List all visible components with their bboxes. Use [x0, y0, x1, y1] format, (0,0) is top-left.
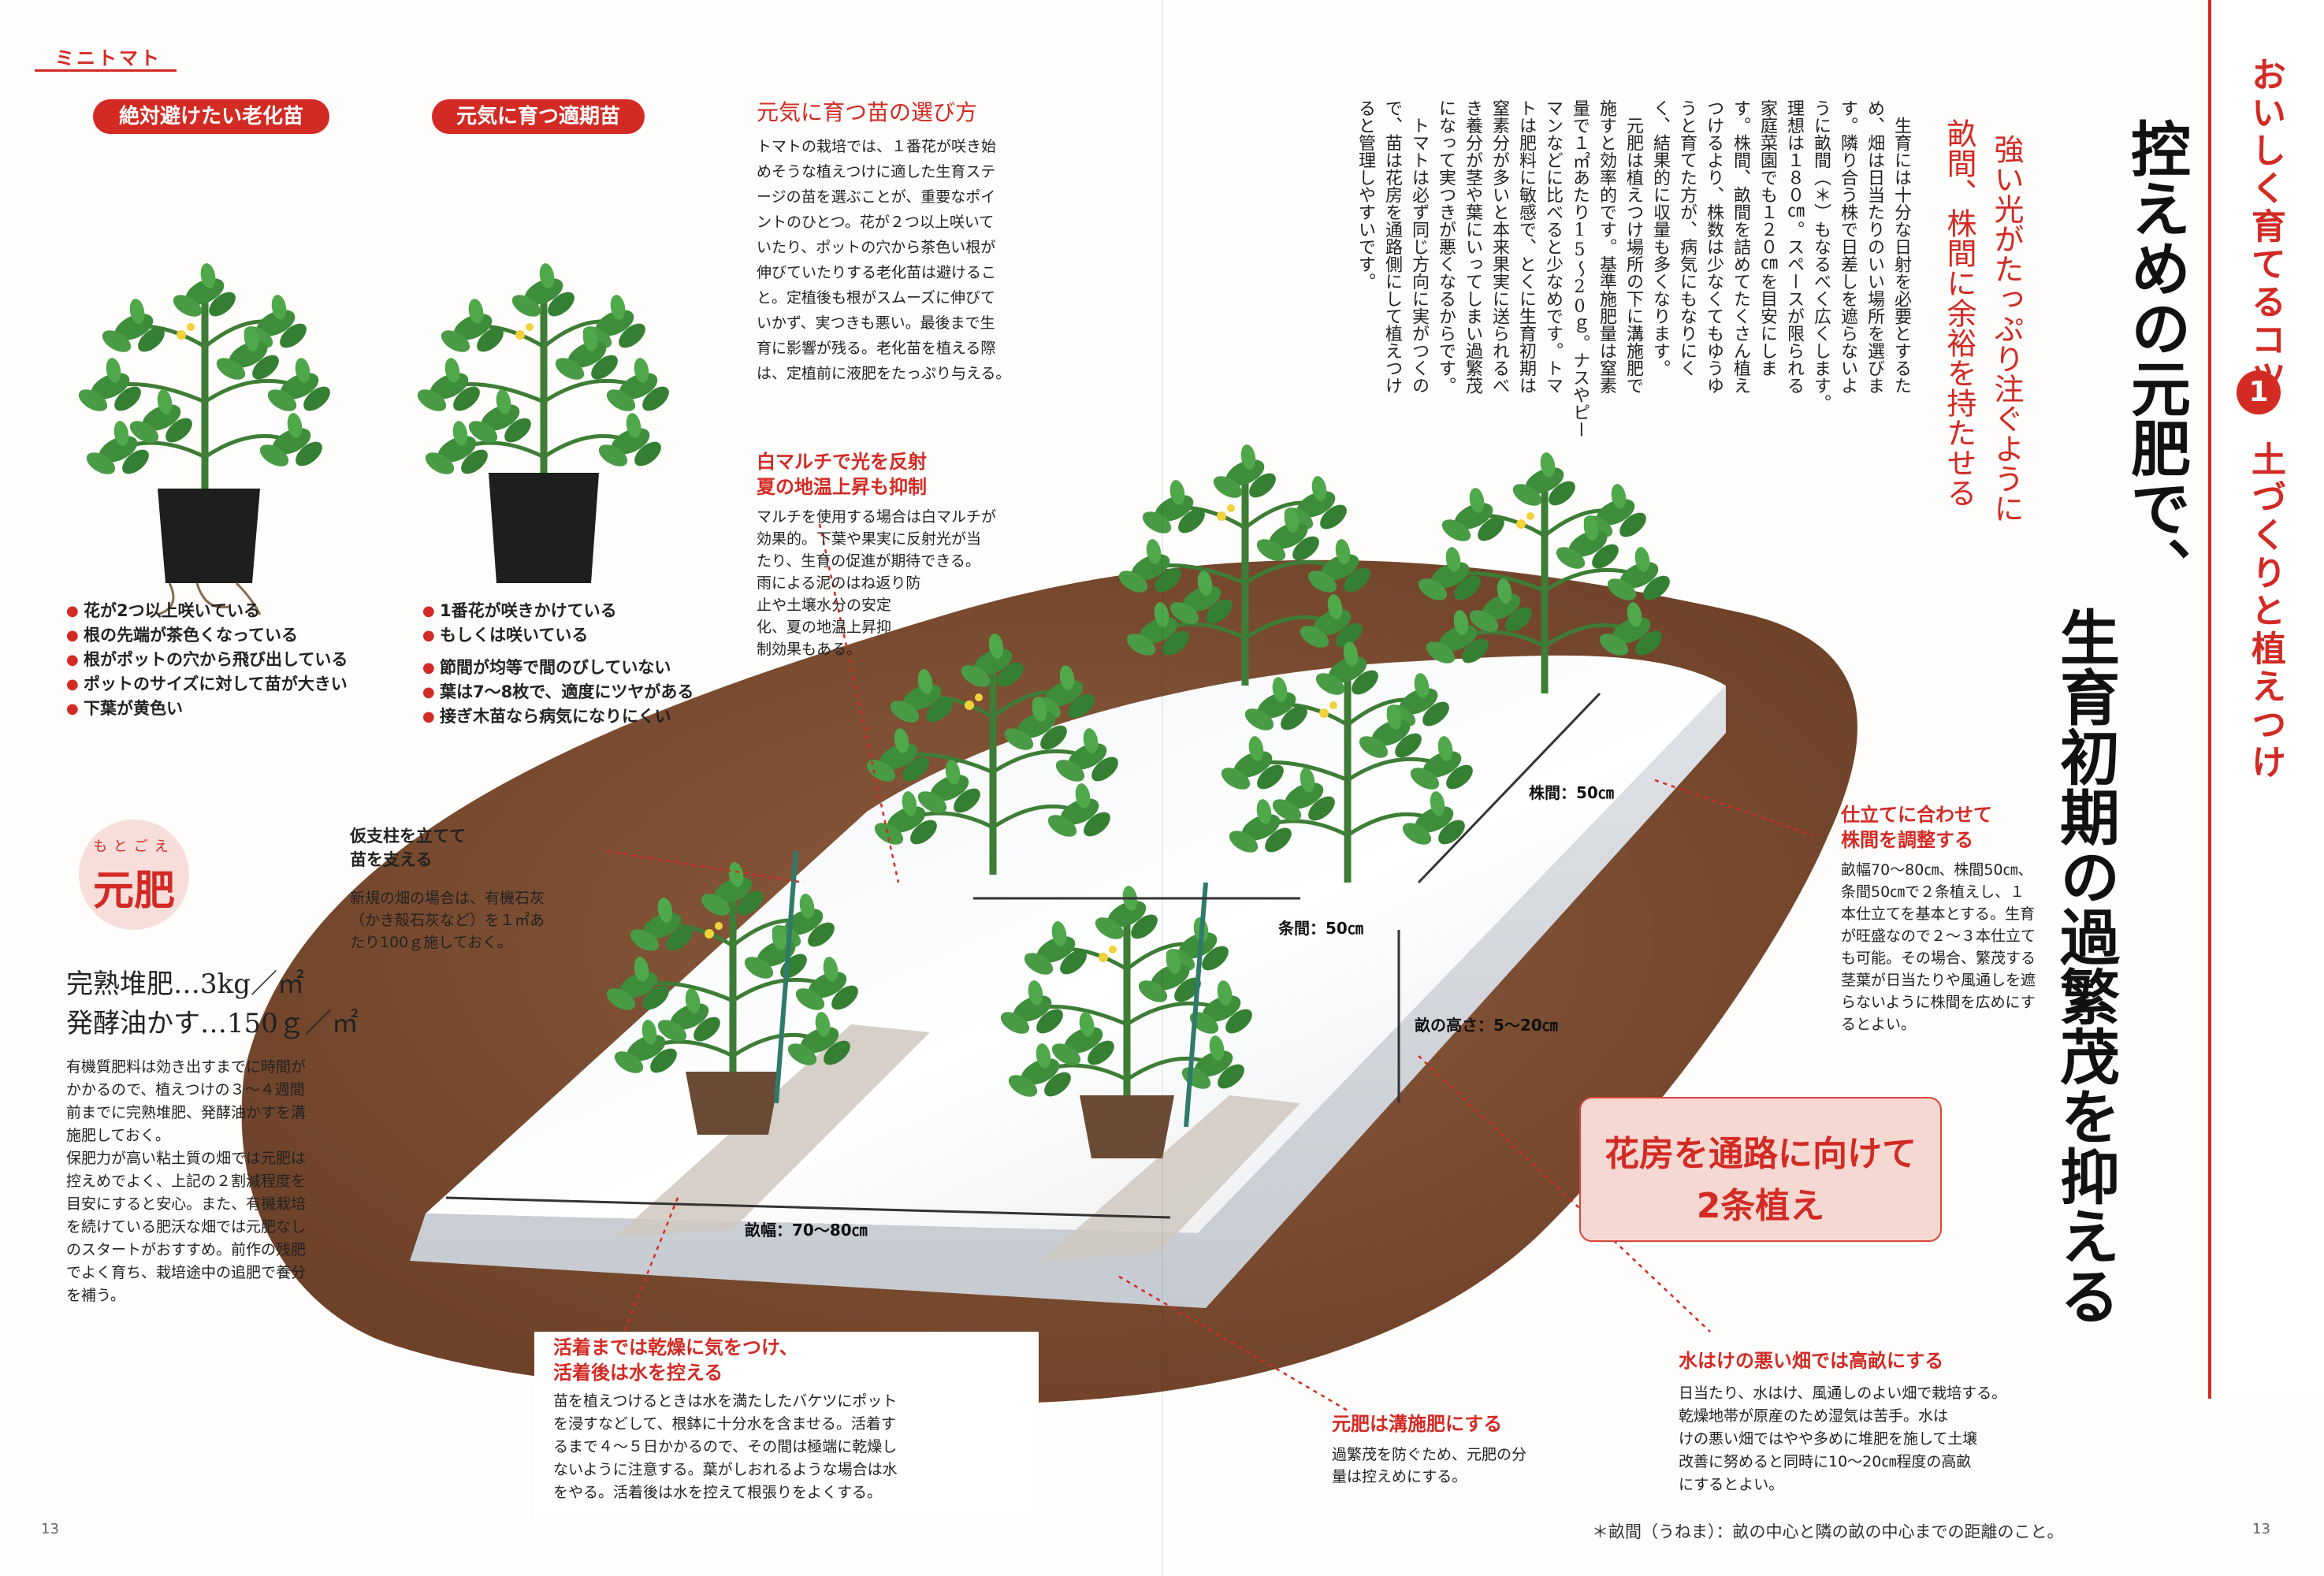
- mulch-side: [410, 686, 1726, 1308]
- drainage-note: 水はけの悪い畑では高畝にする 日当たり、水はけ、風通しのよい畑で栽培する。乾燥地…: [1679, 1347, 2010, 1496]
- motogoe-amounts: 完熟堆肥…3kg／㎡ 発酵油かす…150ｇ／㎡: [66, 965, 359, 1043]
- list-item: 葉は7〜8枚で、適度にツヤがある: [422, 680, 738, 704]
- list-item: 根がポットの穴から飛び出している: [66, 648, 366, 672]
- choose-seedling-body: トマトの栽培では、１番花が咲き始めそうな植えつけに適した生育ステージの苗を選ぶこ…: [757, 138, 1011, 382]
- tip-band-rule: [2208, 0, 2211, 1399]
- list-item: ポットのサイズに対して苗が大きい: [66, 672, 366, 697]
- motogoe-amount-oilcake: 発酵油かす…150ｇ／㎡: [66, 1008, 359, 1039]
- choose-seedling-block: 元気に育つ苗の選び方 トマトの栽培では、１番花が咲き始めそうな植えつけに適した生…: [757, 99, 1072, 386]
- ideal-seedling-title: 元気に育つ適期苗: [432, 99, 645, 134]
- row-spacing-label: 条間：50㎝: [1278, 919, 1363, 938]
- main-title-line-1: 控えめの元肥で、: [2121, 118, 2191, 597]
- planted-pot-2: [1080, 1095, 1174, 1158]
- training-title: 仕立てに合わせて株間を調整する: [1841, 804, 1992, 851]
- plant-spacing-label: 株間：50㎝: [1529, 783, 1614, 802]
- motogoe-body: 有機質肥料は効き出すまでに時間がかかるので、植えつけの３〜４週間前までに完熟堆肥…: [66, 1058, 307, 1304]
- motogoe-ruby: もとごえ: [93, 838, 175, 855]
- list-item: 1番花が咲きかけている: [422, 599, 738, 623]
- support-note: 仮支柱を立てて苗を支える 新規の畑の場合は、有機石灰（かき殻石灰など）を１㎡あた…: [350, 824, 610, 953]
- choose-seedling-title: 元気に育つ苗の選び方: [757, 99, 978, 125]
- main-title-line-2: 生育初期の過繁茂を抑える: [2050, 607, 2120, 1325]
- mulch-title: 白マルチで光を反射夏の地温上昇も抑制: [757, 451, 927, 498]
- aged-seedling-title: 絶対避けたい老化苗: [93, 99, 329, 134]
- ideal-seedling-list: 1番花が咲きかけている もしくは咲いている 節間が均等で間のびしていない 葉は7…: [422, 599, 738, 729]
- page-number-left: 13: [41, 1521, 59, 1537]
- trench-fertilizer-1: [615, 1024, 930, 1237]
- aged-seedling-list: 花が2つ以上咲いている 根の先端が茶色くなっている 根がポットの穴から飛び出して…: [66, 599, 366, 721]
- mulch-body: マルチを使用する場合は白マルチが効果的。下葉や果実に反射光が当たり、生育の促進が…: [757, 508, 997, 658]
- support-title: 仮支柱を立てて苗を支える: [350, 827, 466, 869]
- list-item: 花が2つ以上咲いている: [66, 599, 366, 623]
- motogoe-title: 元肥: [92, 868, 175, 915]
- section-header: ミニトマト: [35, 32, 192, 79]
- page-spine: [1162, 0, 1163, 1576]
- ridge-height-label: 畝の高さ：5〜20㎝: [1415, 1016, 1558, 1035]
- trench-note: 元肥は溝施肥にする 過繁茂を防ぐため、元肥の分量は控えめにする。: [1332, 1411, 1584, 1488]
- callout-line-1: 花房を通路に向けて: [1604, 1134, 1917, 1174]
- ridge-width-label: 畝幅：70〜80㎝: [745, 1221, 868, 1240]
- motogoe-badge: もとごえ 元肥: [79, 820, 189, 930]
- tip-title: 土づくりと植えつけ: [2245, 441, 2285, 782]
- subtitle-line-1: 強い光がたっぷり注ぐように: [1989, 134, 2024, 523]
- planted-pot-1: [686, 1072, 780, 1135]
- support-body: 新規の畑の場合は、有機石灰（かき殻石灰など）を１㎡あたり100ｇ施しておく。: [350, 890, 545, 951]
- trench-body: 過繁茂を防ぐため、元肥の分量は控えめにする。: [1332, 1446, 1527, 1485]
- list-item: 節間が均等で間のびしていない: [422, 656, 738, 680]
- section-label: ミニトマト: [55, 47, 162, 69]
- tip-label: おいしく育てるコツ: [2245, 57, 2285, 397]
- page-number-right: 13: [2252, 1521, 2270, 1537]
- motogoe-amount-compost: 完熟堆肥…3kg／㎡: [66, 968, 304, 1000]
- training-note: 仕立てに合わせて株間を調整する 畝幅70〜80㎝、株間50㎝、条間50㎝で２条植…: [1841, 802, 2085, 1035]
- list-item: もしくは咲いている: [422, 623, 738, 648]
- list-item: 接ぎ木苗なら病気になりにくい: [422, 704, 738, 729]
- callout-line-2: 2条植え: [1696, 1186, 1825, 1226]
- planting-callout: 花房を通路に向けて 2条植え: [1579, 1097, 1942, 1242]
- subtitle-line-2: 畝間、株間に余裕を持たせる: [1942, 118, 1976, 507]
- drainage-title: 水はけの悪い畑では高畝にする: [1679, 1350, 1944, 1372]
- right-body-columns: 生育には十分な日射を必要とするため、畑は日当たりのいい場所を選びます。隣り合う株…: [1355, 99, 1911, 438]
- mulch-note: 白マルチで光を反射夏の地温上昇も抑制 マルチを使用する場合は白マルチが効果的。下…: [757, 449, 1024, 660]
- footnote: ＊畝間（うねま）：畝の中心と隣の畝の中心までの距離のこと。: [1592, 1522, 2064, 1541]
- tip-band: おいしく育てるコツ 1 土づくりと植えつけ: [2208, 0, 2324, 1399]
- aged-seedling-illustration: [75, 262, 334, 616]
- trench-fertilizer-2: [1040, 1095, 1300, 1261]
- watering-title: 活着までは乾燥に気をつけ、活着後は水を控える: [553, 1336, 798, 1384]
- section-underline: [35, 69, 177, 72]
- list-item: 下葉が黄色い: [66, 697, 366, 721]
- watering-note: 活着までは乾燥に気をつけ、活着後は水を控える 苗を植えつけるときは水を満たしたバ…: [534, 1332, 1039, 1517]
- drainage-body: 日当たり、水はけ、風通しのよい畑で栽培する。乾燥地帯が原産のため湿気は苦手。水は…: [1679, 1385, 2007, 1493]
- list-item: 根の先端が茶色くなっている: [66, 623, 366, 648]
- tip-number-badge: 1: [2237, 370, 2281, 414]
- ideal-seedling-illustration: [414, 262, 673, 583]
- watering-body: 苗を植えつけるときは水を満たしたバケツにポットを浸すなどして、根鉢に十分水を含ま…: [553, 1392, 898, 1501]
- trench-title: 元肥は溝施肥にする: [1332, 1413, 1503, 1435]
